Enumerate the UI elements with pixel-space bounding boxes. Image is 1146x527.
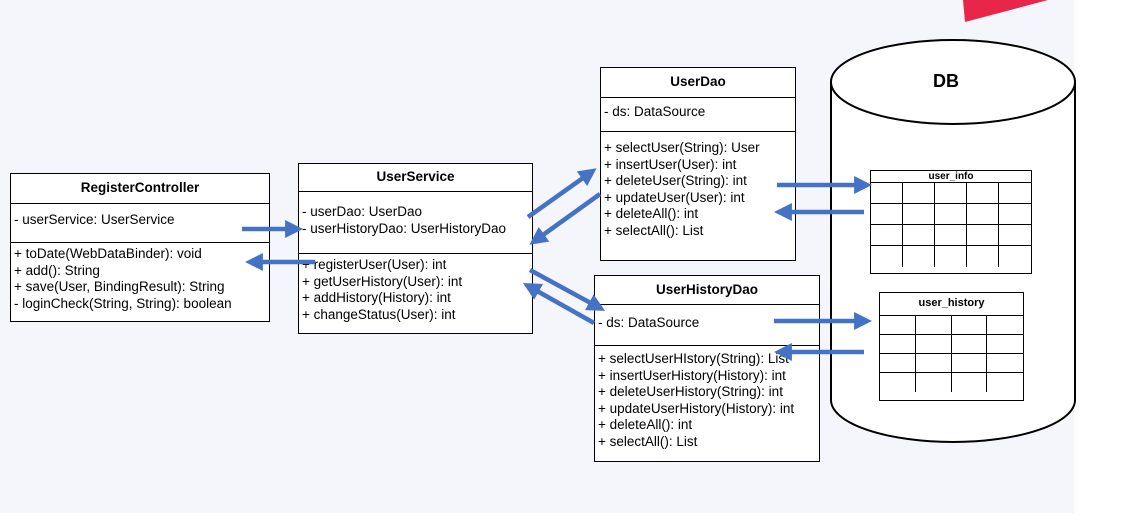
table-cell — [935, 204, 967, 225]
table-cell — [903, 183, 935, 204]
table-cell — [999, 246, 1031, 267]
method: + addHistory(History): int — [302, 290, 451, 305]
class-fields: - ds: DataSource — [601, 98, 795, 132]
field: - ds: DataSource — [604, 104, 706, 119]
class-register-controller: RegisterController - userService: UserSe… — [10, 173, 270, 322]
table-user-history: user_history — [879, 292, 1024, 401]
table-cell — [916, 373, 952, 392]
method: + deleteUserHistory(String): int — [598, 384, 783, 399]
class-methods: + selectUser(String): User + insertUser(… — [601, 132, 795, 242]
table-name: user_history — [880, 293, 1023, 316]
class-methods: + toDate(WebDataBinder): void + add(): S… — [11, 243, 269, 315]
method: + selectAll(): List — [598, 433, 698, 449]
table-cell — [951, 354, 988, 373]
table-cell — [915, 316, 952, 335]
method: + registerUser(User): int — [302, 257, 447, 272]
table-cell — [951, 335, 988, 354]
field: - ds: DataSource — [598, 315, 700, 330]
method: + selectAll(): List — [604, 222, 704, 238]
class-user-history-dao: UserHistoryDao - ds: DataSource + select… — [594, 275, 820, 462]
method: + deleteAll(): int — [604, 206, 699, 221]
table-grid — [880, 316, 1023, 392]
table-grid — [871, 183, 1031, 267]
table-cell — [935, 246, 967, 267]
table-cell — [987, 354, 1023, 373]
table-cell — [880, 316, 916, 335]
class-name: UserDao — [601, 68, 795, 98]
table-cell — [880, 354, 916, 373]
method: + toDate(WebDataBinder): void — [14, 246, 202, 261]
table-cell — [915, 335, 952, 354]
class-name: UserHistoryDao — [595, 276, 819, 305]
class-user-dao: UserDao - ds: DataSource + selectUser(St… — [600, 67, 796, 261]
method: + changeStatus(User): int — [302, 306, 456, 322]
table-user-info: user_info — [870, 170, 1032, 274]
table-cell — [871, 183, 903, 204]
table-cell — [987, 373, 1023, 392]
red-accent-shape — [963, 0, 1048, 22]
table-cell — [903, 225, 935, 246]
class-name: UserService — [299, 164, 532, 192]
table-cell — [952, 373, 988, 392]
table-cell — [999, 183, 1031, 204]
method: + selectUser(String): User — [604, 140, 760, 155]
table-cell — [880, 373, 916, 392]
table-cell — [999, 204, 1031, 225]
method: + insertUser(User): int — [604, 156, 737, 172]
method: + insertUserHistory(History): int — [598, 367, 786, 383]
table-cell — [967, 204, 999, 225]
table-cell — [967, 183, 999, 204]
table-cell — [903, 204, 935, 225]
class-fields: - userService: UserService — [11, 204, 269, 243]
field: - userDao: UserDao — [302, 204, 423, 219]
method: + selectUserHIstory(String): List — [598, 351, 789, 366]
method: + updateUserHistory(History): int — [598, 400, 795, 416]
class-fields: - userDao: UserDao - userHistoryDao: Use… — [299, 192, 532, 254]
table-cell — [967, 225, 999, 246]
table-cell — [871, 225, 903, 246]
table-cell — [967, 246, 999, 267]
table-cell — [987, 316, 1023, 335]
table-cell — [871, 246, 903, 267]
table-name: user_info — [871, 171, 1031, 183]
class-user-service: UserService - userDao: UserDao - userHis… — [298, 163, 533, 334]
method: + add(): String — [14, 262, 100, 278]
table-cell — [880, 335, 916, 354]
method: + deleteUser(String): int — [604, 173, 747, 188]
class-methods: + registerUser(User): int + getUserHisto… — [299, 254, 532, 326]
table-cell — [999, 225, 1031, 246]
right-margin — [1074, 0, 1146, 527]
class-fields: - ds: DataSource — [595, 305, 819, 346]
method: + deleteAll(): int — [598, 417, 693, 432]
table-cell — [935, 225, 967, 246]
class-name: RegisterController — [11, 174, 269, 204]
table-cell — [915, 354, 952, 373]
table-cell — [871, 204, 903, 225]
method: - loginCheck(String, String): boolean — [14, 295, 232, 311]
table-cell — [951, 316, 988, 335]
db-label: DB — [933, 71, 959, 91]
table-cell — [935, 183, 967, 204]
table-cell — [903, 246, 935, 267]
method: + updateUser(User): int — [604, 189, 745, 205]
method: + getUserHistory(User): int — [302, 273, 463, 289]
class-methods: + selectUserHIstory(String): List + inse… — [595, 346, 819, 453]
db-cylinder-top — [830, 39, 1076, 125]
field: - userService: UserService — [14, 212, 175, 227]
field: - userHistoryDao: UserHistoryDao — [302, 220, 507, 236]
table-cell — [987, 335, 1023, 354]
method: + save(User, BindingResult): String — [14, 279, 225, 294]
